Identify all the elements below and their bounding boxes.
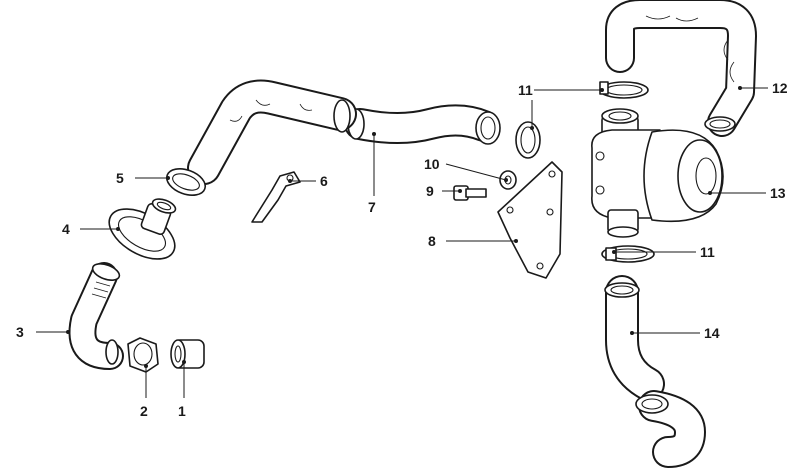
callout-1: 1	[178, 403, 186, 419]
hose-14	[604, 275, 706, 468]
callout-4: 4	[62, 221, 70, 237]
valve-13	[591, 108, 724, 238]
bracket-6	[251, 171, 301, 223]
callout-2: 2	[140, 403, 148, 419]
callout-3: 3	[16, 324, 24, 340]
leaders	[36, 86, 768, 398]
hose-7	[344, 104, 541, 159]
callout-6: 6	[320, 173, 328, 189]
sleeve-1	[170, 339, 205, 369]
ring-5	[165, 168, 207, 196]
clamp-11-lower	[601, 245, 655, 263]
callout-labels: 1 2 3 4 5 6 7 8 9 10 11 11 12 13 14	[16, 80, 788, 419]
hose-upper-left	[187, 79, 357, 185]
clamp-11-upper	[599, 81, 649, 99]
bolt-9	[453, 185, 487, 201]
callout-7: 7	[368, 199, 376, 215]
callout-10: 10	[424, 156, 440, 172]
callout-9: 9	[426, 183, 434, 199]
elbow-3	[68, 262, 124, 370]
callout-14: 14	[704, 325, 720, 341]
callout-5: 5	[116, 170, 124, 186]
nut-2	[127, 337, 159, 373]
bracket-8	[497, 161, 563, 279]
callout-12: 12	[772, 80, 788, 96]
callout-13: 13	[770, 185, 786, 201]
hose-12	[605, 0, 757, 137]
valve-4	[108, 198, 177, 260]
callout-11-upper: 11	[518, 82, 533, 98]
callout-11-lower: 11	[700, 244, 715, 260]
callout-8: 8	[428, 233, 436, 249]
